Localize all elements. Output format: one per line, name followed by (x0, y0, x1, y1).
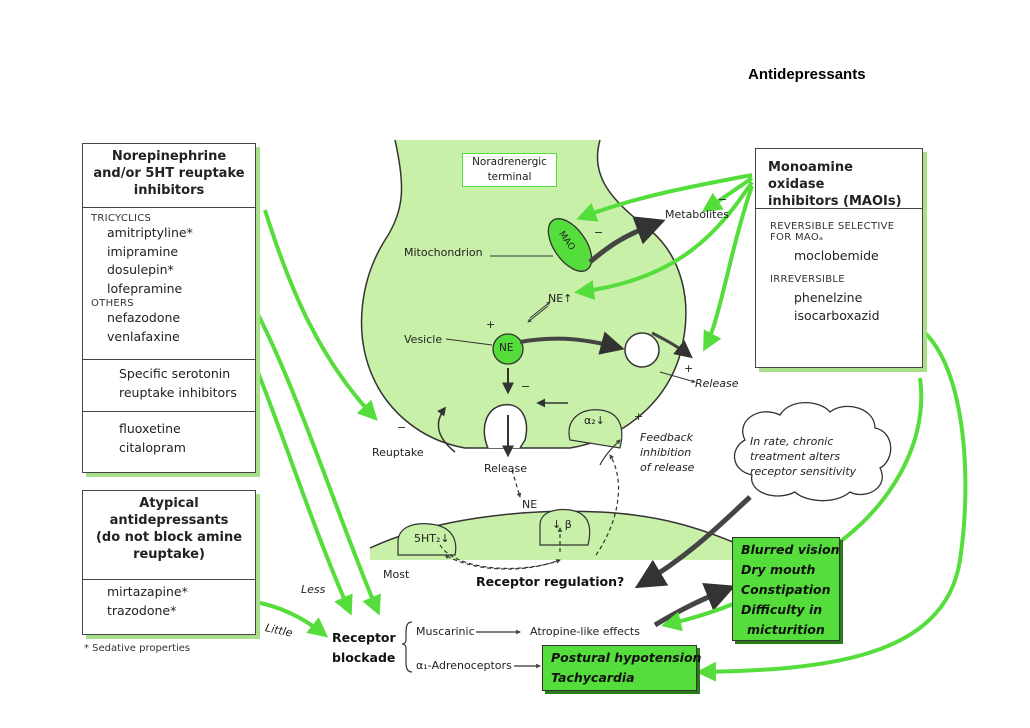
ne-synapse-label: NE (522, 498, 538, 511)
irreversible-label: IRREVERSIBLE (770, 273, 845, 285)
drug-item: fluoxetine (119, 421, 181, 436)
drug-item: nefazodone (107, 310, 181, 325)
drug-item: phenelzine (794, 289, 863, 305)
minus-sign: − (397, 421, 407, 434)
vesicle-ne-label: NE (499, 342, 514, 354)
vesicle-label: Vesicle (404, 333, 443, 346)
beta-label: ↓ β (552, 518, 572, 531)
drug-item: venlafaxine (107, 328, 180, 344)
maoi-box: Monoamine oxidase inhibitors (MAOIs) REV… (755, 148, 923, 368)
release-bottom-label: Release (484, 462, 527, 475)
ssri-section: fluoxetine citalopram (83, 412, 255, 457)
drug-item: lofepramine (107, 280, 183, 296)
alpha2-label: α₂↓ (584, 414, 605, 427)
minus-sign: − (521, 380, 531, 393)
ne-up-label: NE↑ (548, 292, 573, 305)
reversible-label: REVERSIBLE SELECTIVE (770, 221, 895, 232)
page-title: Antidepressants (748, 66, 866, 83)
plus-sign: + (684, 362, 694, 375)
atropine-label: Atropine-like effects (530, 625, 640, 638)
drug-item: imipramine (107, 243, 179, 259)
alpha1-label: α₁-Adrenoceptors (416, 659, 512, 672)
anticholinergic-effects-box: Blurred vision Dry mouth Constipation Di… (732, 537, 840, 641)
ne-vesicle (492, 333, 524, 365)
minus-sign: − (594, 226, 604, 239)
footnote: * Sedative properties (84, 643, 191, 654)
metabolites-label: Metabolites (665, 208, 729, 221)
reuptake-label: Reuptake (372, 446, 424, 459)
plus-sign: + (486, 318, 496, 331)
cloud-shape (733, 402, 892, 502)
drug-item: trazodone* (107, 602, 177, 618)
maoi-lists: REVERSIBLE SELECTIVE FOR MAOₐ moclobemid… (756, 209, 922, 326)
muscarinic-label: Muscarinic (416, 625, 475, 638)
hypotension-box: Postural hypotension Tachycardia (542, 645, 701, 691)
drug-item: moclobemide (794, 248, 879, 263)
reuptake-inhibitors-box: Norepinephrine and/or 5HT reuptake inhib… (82, 143, 256, 473)
atypical-drugs: mirtazapine* trazodone* (83, 580, 255, 620)
minus-sign: − (718, 193, 728, 206)
mitochondrion-label: Mitochondrion (404, 246, 483, 259)
feedback-label: Feedback inhibition of release (640, 431, 695, 474)
most-label: Most (383, 568, 410, 581)
maoi-header: Monoamine oxidase inhibitors (MAOIs) (756, 149, 922, 209)
receptor-regulation-label: Receptor regulation? (476, 574, 625, 589)
cloud-text: In rate, chronic treatment alters recept… (750, 435, 857, 478)
less-label: Less (301, 583, 326, 596)
ssri-header: Specific serotonin reuptake inhibitors (83, 360, 255, 412)
drug-item: mirtazapine* (107, 584, 188, 599)
atypical-antidepressants-box: Atypical antidepressants (do not block a… (82, 490, 256, 635)
terminal-label: Noradrenergic terminal (462, 153, 557, 187)
drug-item: dosulepin* (107, 262, 174, 277)
plus-sign: + (634, 410, 644, 423)
release-right-label: Release (695, 377, 739, 390)
tricyclics-label: TRICYCLICS (91, 213, 152, 224)
others-label: OTHERS (91, 298, 134, 309)
reuptake-header: Norepinephrine and/or 5HT reuptake inhib… (83, 144, 255, 208)
ht2-label: 5HT₂↓ (414, 532, 450, 545)
drug-item: amitriptyline* (107, 225, 193, 240)
mao-mitochondrion (547, 218, 593, 272)
drug-item: isocarboxazid (794, 308, 880, 323)
drug-item: citalopram (119, 439, 186, 455)
tricyclics-section: TRICYCLICS amitriptyline* imipramine dos… (83, 208, 255, 360)
atypical-header: Atypical antidepressants (do not block a… (83, 491, 255, 580)
receptor-blockade-label: Receptor blockade (332, 630, 396, 665)
